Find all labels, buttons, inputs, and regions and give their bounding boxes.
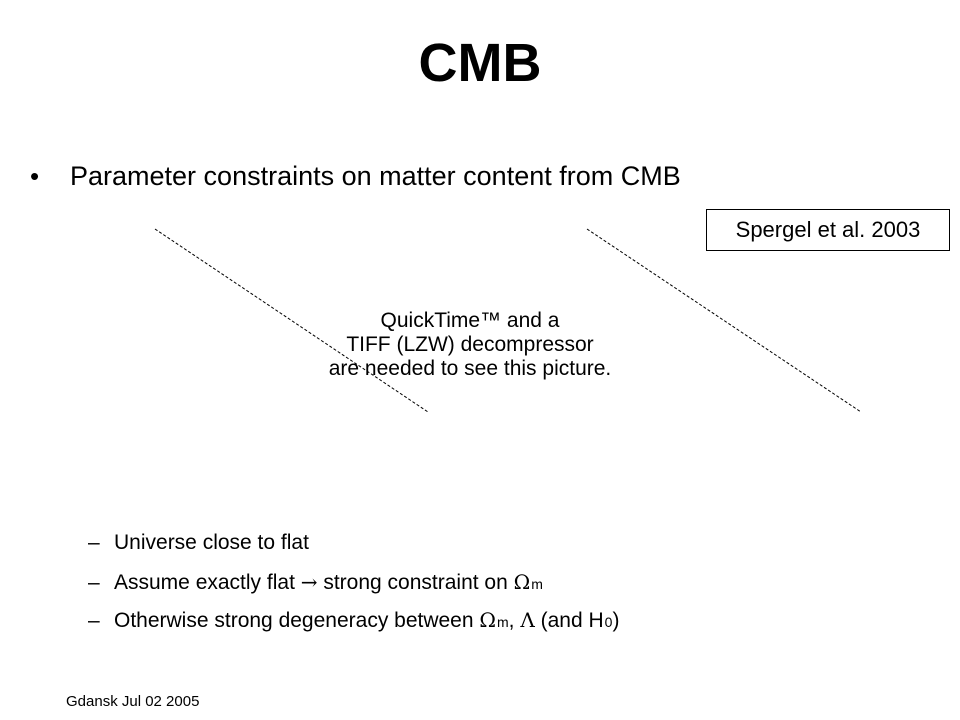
arrow-symbol: → [300,570,318,594]
citation-box: Spergel et al. 2003 [706,209,950,251]
main-bullet: • Parameter constraints on matter conten… [30,158,681,194]
hubble-subscript: 0 [604,614,613,630]
slide-title: CMB [418,33,542,93]
sub-item-degeneracy: – Otherwise strong degeneracy between Ω … [88,606,619,636]
bullet-marker: • [30,161,40,191]
omega-subscript: m [531,576,543,592]
placeholder-line-3: are needed to see this picture. [328,357,612,380]
sub-marker: – [88,531,100,554]
placeholder-message: QuickTime™ and a TIFF (LZW) decompressor… [300,309,640,381]
placeholder-line-2: TIFF (LZW) decompressor [346,333,594,356]
sub-item-text-start: Assume exactly flat [114,571,301,594]
lambda-symbol: Λ [520,608,535,632]
omega-symbol: Ω [513,570,531,594]
sub-item-constraint: – Assume exactly flat → strong constrain… [88,568,543,598]
placeholder-line-1: QuickTime™ and a [380,309,560,332]
sub-item-text-end: ) [612,609,620,632]
footer-text: Gdansk Jul 02 2005 [66,693,200,710]
sub-item-text-mid: (and H [534,609,604,632]
comma-separator: , [508,609,521,632]
sub-marker: – [88,571,100,594]
sub-item-text-start: Otherwise strong degeneracy between [114,609,480,632]
sub-item-text-mid: strong constraint on [317,571,514,594]
sub-item-text: Universe close to flat [114,531,309,554]
sub-item-flat: – Universe close to flat [88,529,309,557]
sub-marker: – [88,609,100,632]
omega-subscript: m [496,614,509,630]
main-bullet-text: Parameter constraints on matter content … [70,161,681,191]
omega-symbol: Ω [479,608,496,632]
